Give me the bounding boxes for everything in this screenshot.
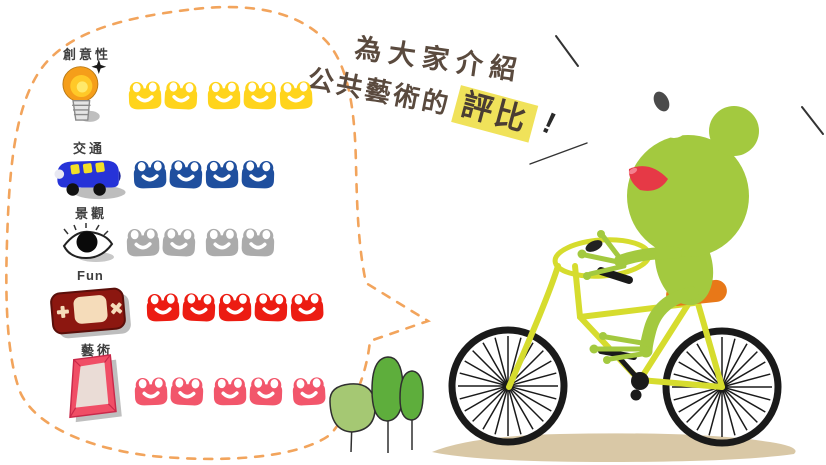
frog-face-icon [161, 227, 196, 258]
frog-arm [577, 230, 682, 280]
frog-face-icon [146, 292, 181, 322]
frog-face-icon [291, 376, 326, 407]
frog-leg [589, 286, 699, 364]
frog-face-icon [163, 80, 198, 111]
category-label-transport: 交通 [73, 141, 106, 156]
game-console-icon [46, 282, 134, 345]
frog-face-icon [168, 159, 203, 190]
frog-face-icon [133, 159, 168, 189]
rating-frogs-fun [146, 293, 324, 322]
frog-eye-socket [709, 106, 759, 156]
frog-character [577, 91, 759, 364]
bus-icon [50, 153, 130, 206]
frog-face-icon [126, 227, 161, 257]
handlebar-stem [585, 240, 603, 252]
speech-bubble-outline [5, 5, 432, 461]
lightbulb-icon [62, 56, 108, 133]
trees [329, 356, 424, 453]
frog-pupil [653, 91, 670, 112]
frog-face-icon [278, 80, 313, 111]
frog-face-icon [205, 228, 240, 258]
category-label-fun: Fun [77, 268, 104, 283]
frog-face-icon [213, 377, 248, 407]
category-label-art: 藝術 [81, 343, 114, 358]
category-label-creativity: 創意性 [63, 47, 112, 62]
rating-frogs-scenery [126, 228, 275, 257]
rating-frogs-creativity [128, 81, 313, 110]
frog-face-icon [243, 80, 278, 110]
frog-face-icon [218, 293, 253, 323]
frog-mouth [628, 166, 668, 191]
frog-face-icon [128, 80, 163, 110]
frog-face-icon [205, 160, 240, 190]
eye-icon [60, 222, 118, 269]
frog-face-icon [241, 227, 276, 257]
frog-mouth-highlight [628, 167, 638, 175]
rating-frogs-art [134, 377, 326, 406]
frog-face-icon [207, 81, 242, 111]
frog-face-icon [241, 159, 276, 189]
frog-face-icon [249, 376, 284, 406]
frog-face-icon [254, 292, 289, 322]
frog-face-icon [134, 376, 169, 406]
rating-frogs-transport [133, 160, 275, 189]
frog-head [627, 135, 749, 257]
picture-frame-icon [64, 352, 122, 429]
category-label-scenery: 景觀 [75, 206, 108, 221]
frog-face-icon [181, 292, 216, 323]
emphasis-lines [529, 35, 824, 165]
frog-face-icon [289, 292, 324, 323]
frog-face-icon [169, 376, 204, 407]
